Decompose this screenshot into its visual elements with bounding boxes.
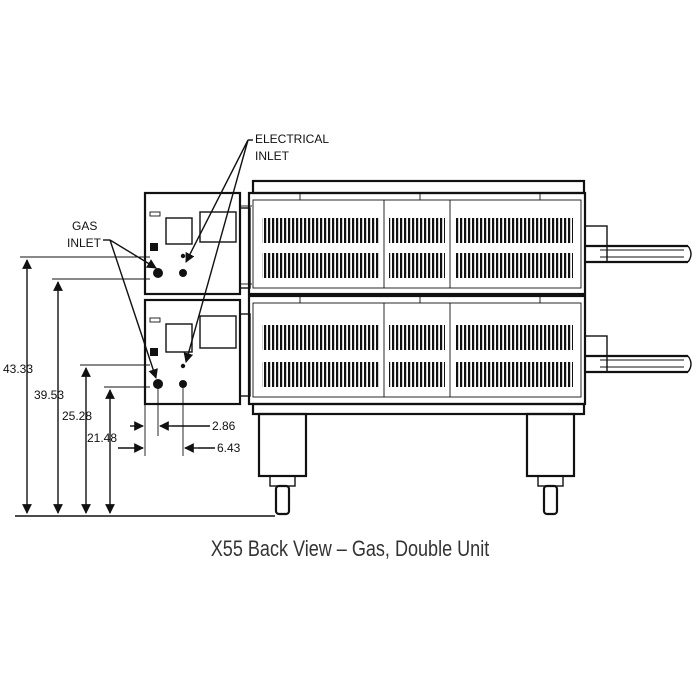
figure-caption: X55 Back View – Gas, Double Unit [210, 536, 490, 561]
callout-leaders [103, 139, 253, 379]
vent-grille [389, 218, 445, 243]
electrical-inlet-label: INLET [255, 149, 290, 163]
horizontal-dimensions [118, 388, 215, 456]
vent-grille [262, 253, 380, 278]
dimension-label: 25.28 [62, 409, 92, 423]
dimension-label: 21.48 [87, 431, 117, 445]
stand-legs [257, 412, 576, 516]
vent-grille [262, 218, 380, 243]
dimension-label: 43.33 [3, 362, 33, 376]
vent-grille [455, 325, 573, 350]
vertical-dimensions [15, 256, 275, 517]
upper-oven-unit [143, 179, 692, 296]
vent-grille [455, 362, 573, 387]
vent-grille [455, 218, 573, 243]
vent-grille [262, 362, 380, 387]
vent-grille [262, 325, 380, 350]
gas-inlet-label: GAS [72, 219, 97, 233]
vent-grille [389, 253, 445, 278]
lower-oven-unit [143, 294, 692, 416]
gas-inlet-label: INLET [67, 236, 102, 250]
vent-grille [389, 362, 445, 387]
vent-grille [389, 325, 445, 350]
vent-grille [455, 253, 573, 278]
dimension-label: 6.43 [217, 441, 241, 455]
electrical-inlet-label: ELECTRICAL [255, 132, 329, 146]
dimension-label: 2.86 [212, 419, 236, 433]
dimension-label: 39.53 [34, 388, 64, 402]
